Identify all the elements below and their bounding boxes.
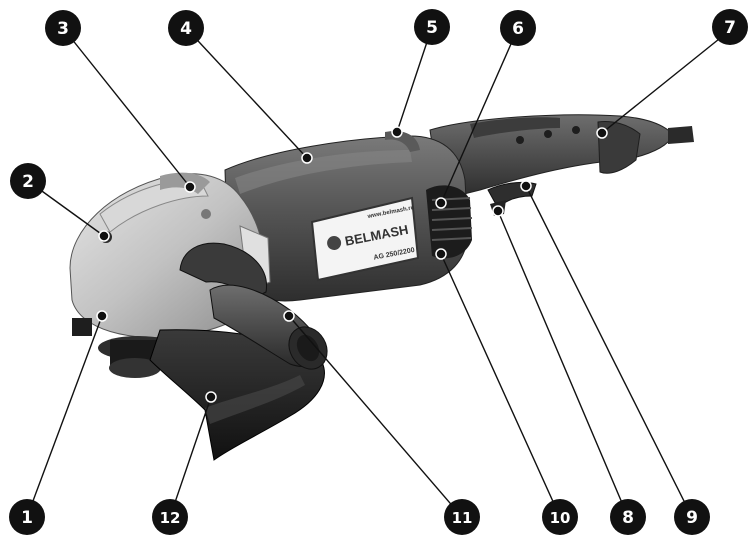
leader-line-11 <box>288 315 463 518</box>
target-dot-7 <box>596 127 608 139</box>
callout-number-6: 6 <box>512 19 524 39</box>
callout-1: 1 <box>9 499 45 535</box>
target-dots <box>96 126 608 403</box>
leader-line-7 <box>601 26 735 134</box>
callout-number-11: 11 <box>452 509 473 527</box>
target-dot-4 <box>301 152 313 164</box>
target-dot-8 <box>492 205 504 217</box>
leader-line-12 <box>169 396 212 518</box>
ventilation-grille <box>426 185 473 259</box>
leader-lines <box>26 26 735 518</box>
leader-line-10 <box>440 253 561 518</box>
target-dot-10 <box>435 248 447 260</box>
callout-number-12: 12 <box>160 509 181 527</box>
callout-12: 12 <box>152 499 188 535</box>
label-plate: www.belmash.ru BELMASH AG 250/2200 <box>310 196 420 282</box>
leader-line-4 <box>185 27 308 159</box>
target-dot-11 <box>283 310 295 322</box>
target-dot-3 <box>184 181 196 193</box>
side-handle <box>179 242 328 370</box>
callout-5: 5 <box>414 9 450 45</box>
callout-number-9: 9 <box>686 508 698 528</box>
callout-11: 11 <box>444 499 480 535</box>
callout-number-5: 5 <box>426 18 438 38</box>
target-dot-1 <box>96 310 108 322</box>
callout-4: 4 <box>168 10 204 46</box>
callout-3: 3 <box>45 10 81 46</box>
leader-line-8 <box>497 210 629 518</box>
callout-7: 7 <box>712 9 748 45</box>
target-dot-12 <box>205 391 217 403</box>
target-dot-9 <box>520 180 532 192</box>
callout-number-4: 4 <box>180 19 192 39</box>
callout-markers: 1 2 3 4 5 6 7 8 <box>9 9 748 535</box>
rear-handle <box>429 114 694 201</box>
callout-6: 6 <box>500 10 536 46</box>
callout-number-3: 3 <box>57 19 69 39</box>
callout-number-1: 1 <box>21 508 33 528</box>
target-dot-5 <box>391 126 403 138</box>
target-dot-6 <box>435 197 447 209</box>
leader-line-1 <box>26 315 103 518</box>
callout-number-2: 2 <box>22 172 34 192</box>
callout-number-8: 8 <box>622 508 634 528</box>
leader-line-5 <box>396 26 433 133</box>
callout-8: 8 <box>610 499 646 535</box>
target-dot-2 <box>98 230 110 242</box>
callout-10: 10 <box>542 499 578 535</box>
leader-line-9 <box>525 185 693 518</box>
callout-number-7: 7 <box>724 18 736 38</box>
callout-2: 2 <box>10 163 46 199</box>
callout-number-10: 10 <box>550 509 571 527</box>
callout-9: 9 <box>674 499 710 535</box>
leader-line-6 <box>440 27 519 204</box>
leader-line-3 <box>62 27 191 188</box>
